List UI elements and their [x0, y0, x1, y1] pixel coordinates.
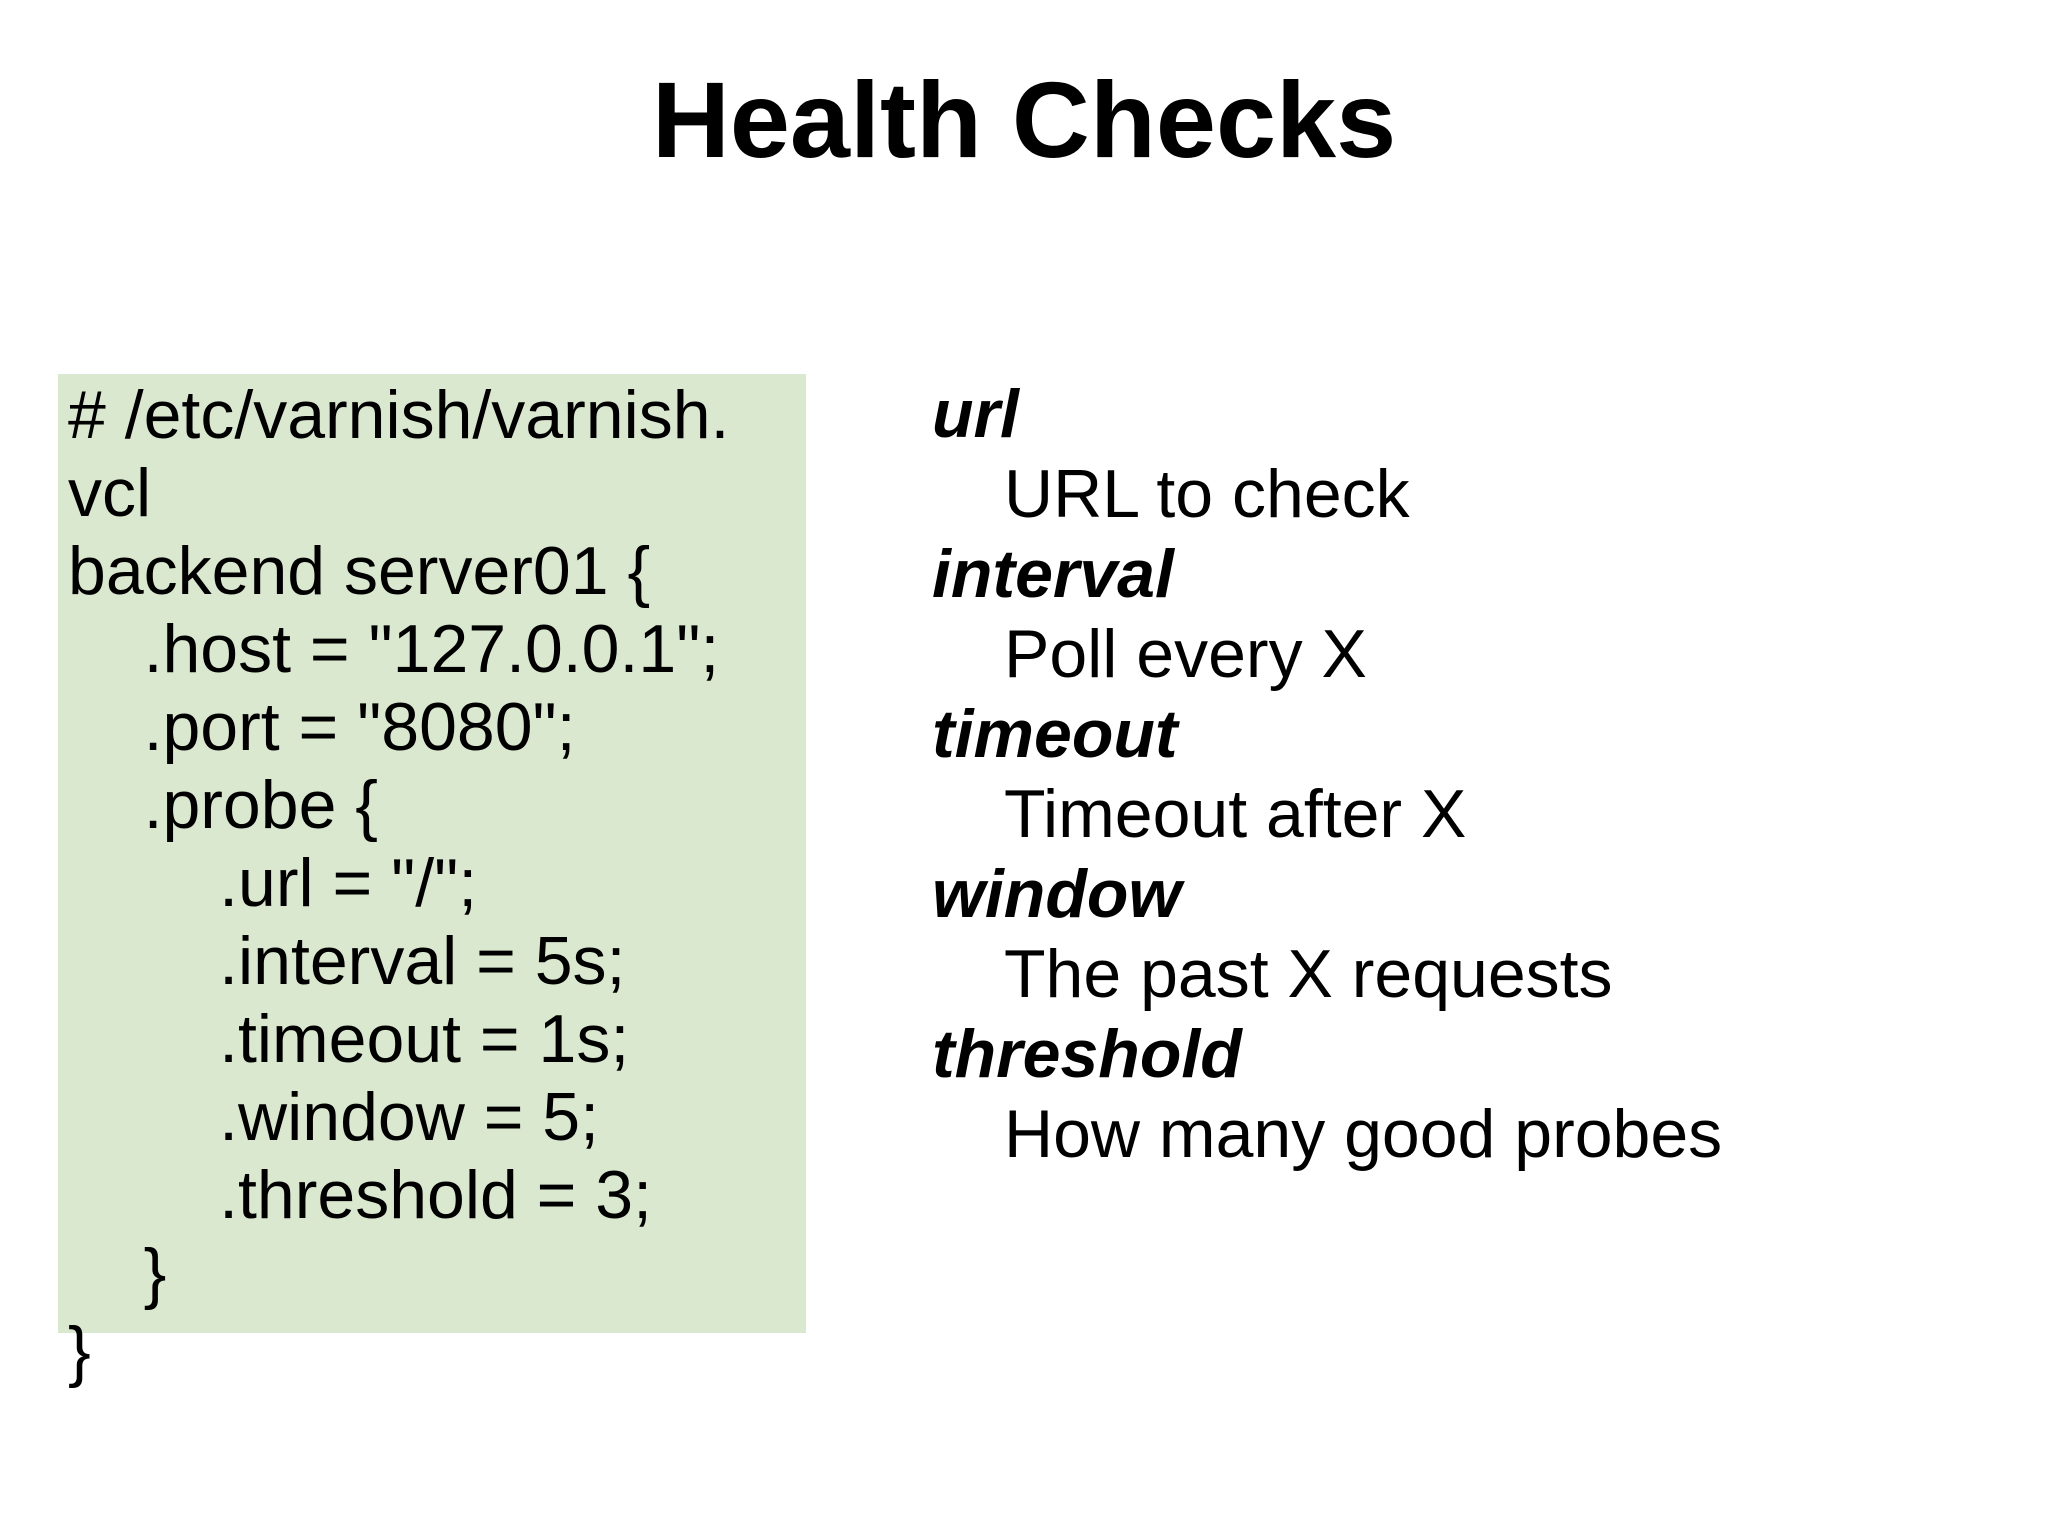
- glossary-list: url URL to check interval Poll every X t…: [932, 374, 1722, 1174]
- glossary-term-window: window: [932, 856, 1182, 932]
- slide-title: Health Checks: [651, 59, 1397, 180]
- code-text: # /etc/varnish/varnish. vcl backend serv…: [58, 374, 806, 1390]
- glossary-definition-window: The past X requests: [1004, 936, 1613, 1012]
- glossary-definition-url: URL to check: [1004, 456, 1410, 532]
- code-line: backend server01 {: [68, 533, 651, 609]
- code-line: .window = 5;: [68, 1079, 600, 1155]
- code-line: }: [68, 1313, 91, 1389]
- code-line: vcl: [68, 455, 152, 531]
- code-line: .port = "8080";: [68, 689, 576, 765]
- glossary-term-threshold: threshold: [932, 1016, 1242, 1092]
- code-line: .probe {: [68, 767, 378, 843]
- glossary-term-timeout: timeout: [932, 696, 1178, 772]
- code-block: # /etc/varnish/varnish. vcl backend serv…: [58, 374, 806, 1390]
- code-highlight-background: [58, 374, 806, 1333]
- code-line: .url = "/";: [68, 845, 478, 921]
- glossary-definition-threshold: How many good probes: [1004, 1096, 1723, 1172]
- glossary-term-url: url: [932, 376, 1019, 452]
- code-line: .timeout = 1s;: [68, 1001, 630, 1077]
- glossary-definition-interval: Poll every X: [1004, 616, 1367, 692]
- glossary-definition-timeout: Timeout after X: [1004, 776, 1467, 852]
- code-line: .host = "127.0.0.1";: [68, 611, 720, 687]
- code-line: }: [68, 1235, 167, 1311]
- glossary-term-interval: interval: [932, 536, 1174, 612]
- code-line: .interval = 5s;: [68, 923, 626, 999]
- code-line: .threshold = 3;: [68, 1157, 652, 1233]
- code-line: # /etc/varnish/varnish.: [68, 377, 730, 453]
